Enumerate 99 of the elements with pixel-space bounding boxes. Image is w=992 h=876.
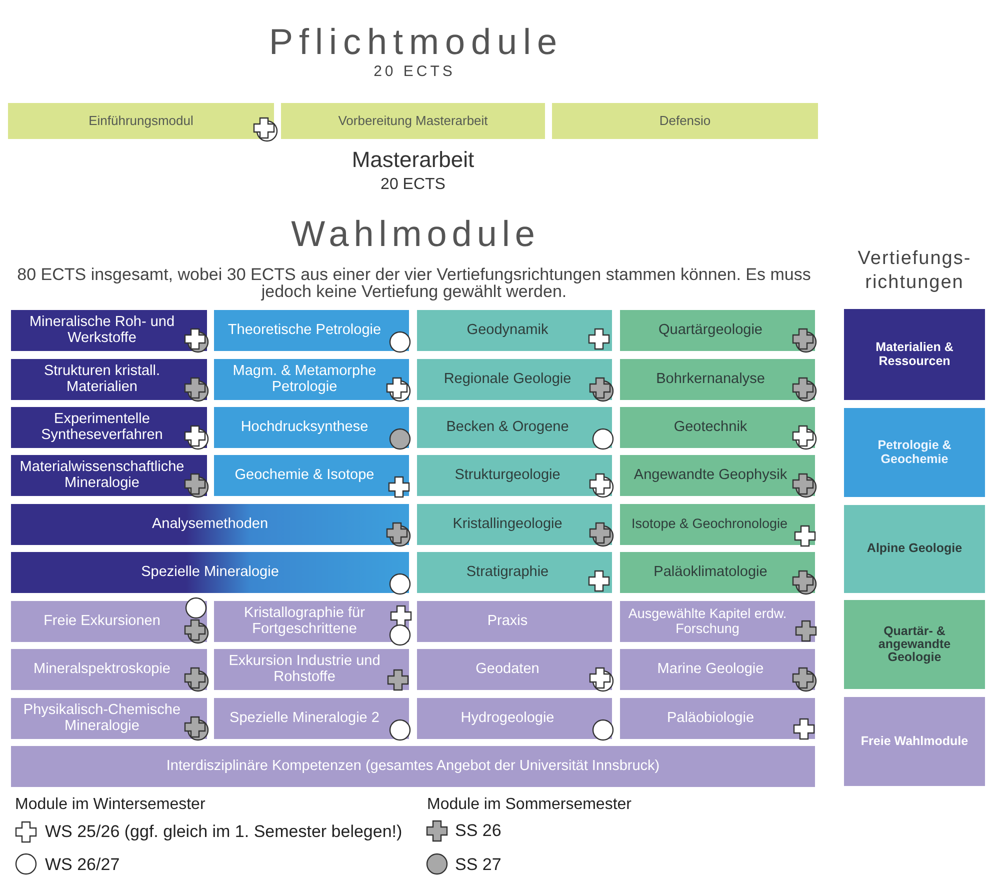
module-box [417, 601, 612, 642]
module-name: Marine Geologie [657, 662, 764, 678]
module-name: Analysemethoden [152, 516, 268, 532]
module-name: Angewandte Geophysik [634, 468, 788, 484]
module-name: Spezielle Mineralogie [141, 564, 279, 580]
legend-heading: Module im Sommersemester [427, 797, 632, 813]
module-name: Geodaten [476, 662, 540, 678]
module-name: Stratigraphie [466, 564, 549, 580]
module-box [214, 698, 409, 739]
module-name: Physikalisch-Chemische Mineralogie [22, 703, 182, 734]
credits-note: 20 ECTS [380, 177, 446, 193]
module-name: Becken & Orogene [446, 420, 569, 436]
module-box [214, 649, 409, 690]
specialization-name: Freie Wahlmodule [860, 734, 968, 748]
module-box [11, 746, 815, 787]
module-name: Praxis [487, 614, 528, 630]
description-text: 80 ECTS insgesamt, wobei 30 ECTS aus einer der vier Vertiefungsrichtungen stammen können. Es muss jedoch keine Vertiefung gewählt werden. [16, 266, 812, 300]
module-name: Hydrogeologie [460, 710, 554, 726]
module-name: Magm. & Metamorphe Petrologie [232, 364, 378, 395]
module-name: Exkursion Industrie und Rohstoffe [228, 654, 382, 685]
module-name: Strukturgeologie [454, 468, 560, 484]
module-box [552, 103, 818, 139]
module-name: Ausgewählte Kapitel erdw. Forschung [627, 607, 788, 636]
module-box [620, 698, 815, 739]
credits-note: 20 ECTS [372, 64, 456, 79]
module-box [281, 103, 545, 139]
module-name: Hochdrucksynthese [240, 420, 368, 436]
module-box [417, 552, 612, 593]
module-name: Defensio [659, 114, 711, 128]
module-name: Freie Exkursionen [44, 614, 160, 630]
module-name: Kristallingeologie [452, 516, 562, 532]
module-name: Theoretische Petrologie [228, 322, 382, 338]
module-name: Paläobiologie [666, 710, 754, 726]
module-box [11, 552, 409, 593]
section-title: Wahlmodule [290, 216, 540, 252]
module-name: Experimentelle Syntheseverfahren [40, 412, 164, 443]
legend-label: WS 25/26 (ggf. gleich im 1. Semester belegen!) [45, 823, 402, 840]
module-box [620, 310, 815, 351]
module-box [214, 359, 409, 400]
module-box [620, 552, 815, 593]
section-title: Pflichtmodule [268, 24, 564, 60]
module-box [214, 601, 409, 642]
specialization-box [844, 309, 985, 400]
module-name: Vorbereitung Masterarbeit [338, 114, 488, 128]
module-name: Geotechnik [674, 420, 748, 436]
module-box [620, 455, 815, 496]
specialization-name: Alpine Geologie [866, 542, 962, 556]
module-name: Mineralische Roh- und Werkstoffe [28, 315, 176, 346]
module-box [214, 407, 409, 448]
module-name: Bohrkernanalyse [656, 372, 765, 388]
module-box [417, 649, 612, 690]
specialization-box [844, 408, 985, 497]
module-name: Kristallographie für Fortgeschrittene [243, 606, 366, 637]
module-name: Spezielle Mineralogie 2 [230, 710, 380, 726]
legend-label: WS 26/27 [45, 856, 120, 873]
specialization-box [844, 697, 985, 786]
legend-label: SS 27 [455, 856, 502, 873]
module-box [214, 455, 409, 496]
legend-heading: Module im Wintersemester [15, 797, 206, 813]
module-name: Isotope & Geochronologie [631, 517, 788, 532]
specialization-name: Quartär- & angewandte Geologie [877, 624, 952, 664]
specialization-name: Materialien & Ressourcen [874, 341, 954, 368]
module-name: Interdisziplinäre Kompetenzen (gesamtes Angebot der Universität Innsbruck) [166, 758, 660, 774]
module-box [417, 407, 612, 448]
module-box [417, 455, 612, 496]
module-box [417, 698, 612, 739]
module-box [620, 649, 815, 690]
specialization-box [844, 505, 985, 593]
module-box [417, 359, 612, 400]
module-name: Einführungsmodul [88, 114, 194, 128]
module-name: Regionale Geologie [444, 372, 572, 388]
module-box [417, 504, 612, 545]
module-box [11, 407, 207, 448]
module-box [11, 455, 207, 496]
module-box [11, 310, 207, 351]
specialization-box [844, 600, 985, 689]
module-box [11, 698, 207, 739]
module-box [11, 359, 207, 400]
legend-label: SS 26 [455, 822, 502, 839]
module-box [11, 649, 207, 690]
module-box [214, 310, 409, 351]
module-box [11, 601, 207, 642]
column-heading: Vertiefungs- richtungen [856, 247, 972, 294]
module-box [620, 359, 815, 400]
section-heading: Masterarbeit [352, 149, 474, 171]
module-name: Geodynamik [466, 322, 548, 338]
module-name: Paläoklimatologie [654, 564, 768, 580]
module-box [620, 504, 815, 545]
module-box [11, 504, 409, 545]
specialization-name: Petrologie & Geochemie [876, 439, 952, 466]
module-box [620, 407, 815, 448]
module-name: Mineralspektroskopie [33, 662, 170, 678]
module-name: Geochemie & Isotope [234, 468, 374, 484]
module-name: Strukturen kristall. Materialien [42, 364, 162, 395]
module-name: Materialwissenschaftliche Mineralogie [18, 460, 186, 491]
module-name: Quartärgeologie [658, 322, 762, 338]
module-box [417, 310, 612, 351]
module-box [620, 601, 815, 642]
module-box [8, 103, 274, 139]
